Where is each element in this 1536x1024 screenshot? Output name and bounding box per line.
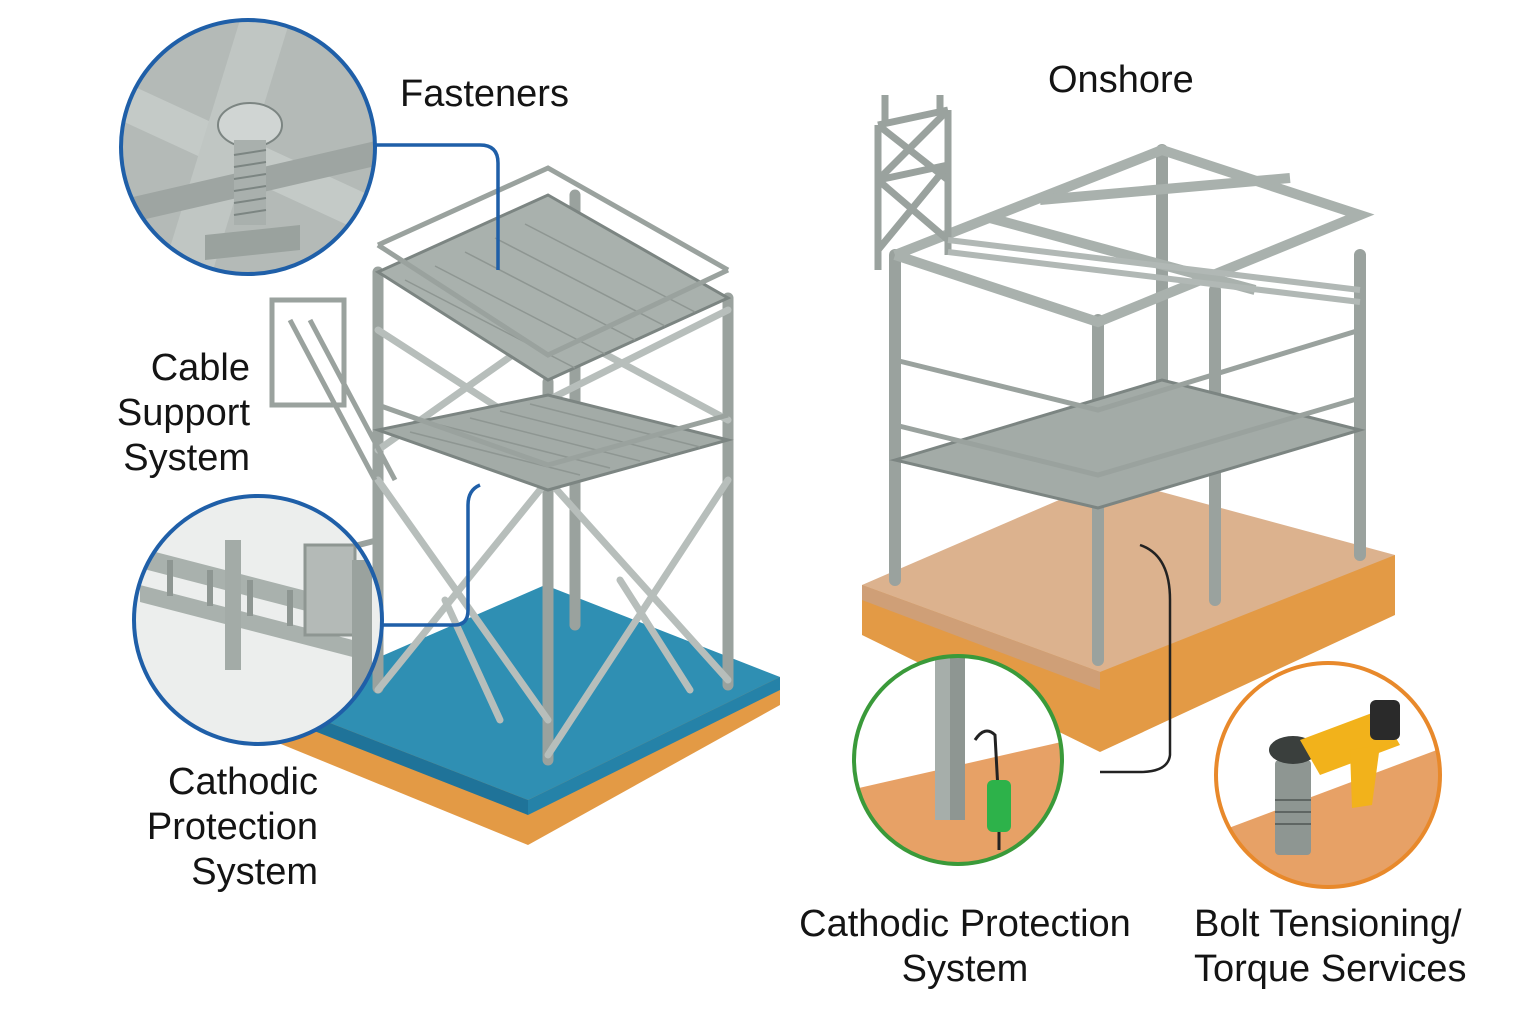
fasteners-label: Fasteners — [400, 73, 569, 115]
cathodic-onshore-label-line-1: Cathodic Protection — [799, 903, 1131, 945]
cathodic-offshore-label-line-2: Protection — [146, 806, 318, 848]
onshore-pipe-rack — [947, 237, 1361, 305]
bolt-tensioning-label-line-1: Bolt Tensioning/ — [1194, 903, 1462, 945]
offshore-middle-deck — [372, 393, 734, 492]
cable-support-label: Cable Support System — [60, 346, 250, 481]
cathodic-onshore-label-line-2: System — [901, 948, 1029, 990]
cable-support-label-line-2: Support — [116, 392, 250, 434]
onshore-structure — [862, 95, 1395, 774]
bolt-tensioning-label-line-2: Torque Services — [1194, 948, 1467, 990]
cable-support-label-line-3: System — [123, 437, 250, 479]
onshore-sand-top — [862, 478, 1395, 672]
offshore-top-deck — [374, 193, 732, 382]
cathodic-offshore-label-line-3: System — [191, 851, 318, 893]
offshore-railings — [376, 165, 730, 468]
fasteners-leader — [373, 143, 500, 270]
middle-deck-grating — [409, 403, 701, 476]
cp-onshore-callout — [852, 654, 1064, 866]
fasteners-callout — [119, 18, 500, 276]
onshore-floor-deck — [889, 378, 1366, 510]
fasteners-circle — [119, 18, 377, 276]
cable-support-circle — [132, 494, 384, 746]
offshore-stair-tower — [269, 297, 398, 482]
bolt-tensioning-circle — [1214, 661, 1442, 889]
cable-support-label-line-1: Cable — [150, 347, 250, 389]
onshore-roof-beams — [893, 144, 1375, 328]
onshore-lattice-tower — [874, 95, 952, 270]
offshore-water-side-right — [528, 677, 780, 815]
bolt-tensioning-label: Bolt Tensioning/ Torque Services — [1194, 902, 1466, 992]
bolt-tensioning-callout — [1214, 661, 1442, 889]
cathodic-onshore-label: Cathodic Protection System — [770, 902, 1160, 992]
cp-cable — [1100, 543, 1172, 774]
onshore-sand-side-left — [862, 585, 1100, 690]
cathodic-offshore-label: Cathodic Protection System — [100, 760, 318, 895]
offshore-structure — [269, 165, 780, 845]
cable-support-leader — [380, 483, 481, 627]
cable-support-callout — [132, 483, 481, 746]
offshore-water-side-left — [276, 702, 528, 815]
onshore-label: Onshore — [1048, 59, 1194, 101]
cp-onshore-circle — [852, 654, 1064, 866]
cathodic-offshore-label-line-1: Cathodic — [168, 761, 318, 803]
onshore-railings — [894, 327, 1361, 478]
